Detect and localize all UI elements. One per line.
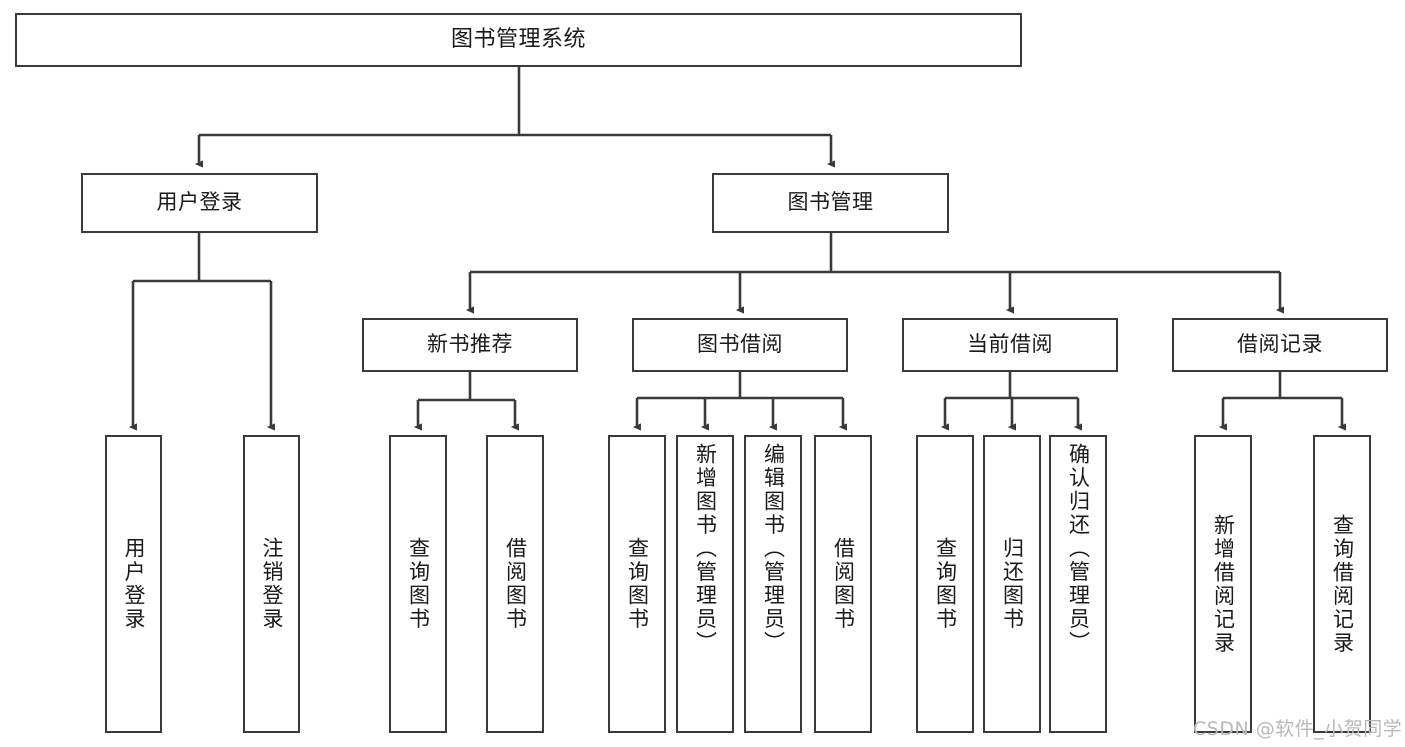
node-label: 注销登录 bbox=[260, 537, 284, 631]
node-label: 查询图书 bbox=[933, 537, 958, 631]
node-label: 用户登录 bbox=[122, 537, 146, 631]
node-leaf-borrow-book-recommend[interactable]: 借阅图书 bbox=[486, 435, 544, 733]
node-label: 编辑图书（管理员） bbox=[761, 443, 786, 655]
node-label: 图书管理系统 bbox=[450, 26, 586, 52]
node-label: 图书借阅 bbox=[697, 332, 783, 357]
node-label: 查询图书 bbox=[406, 537, 431, 631]
node-borrow-record[interactable]: 借阅记录 bbox=[1172, 318, 1388, 372]
node-leaf-logout-login[interactable]: 注销登录 bbox=[243, 435, 300, 733]
node-label: 新书推荐 bbox=[427, 332, 513, 357]
node-book-management[interactable]: 图书管理 bbox=[712, 173, 949, 233]
node-label: 查询借阅记录 bbox=[1330, 513, 1355, 655]
node-label: 归还图书 bbox=[1000, 537, 1025, 631]
node-label: 查询图书 bbox=[625, 537, 650, 631]
node-label: 当前借阅 bbox=[967, 332, 1053, 357]
node-user-login[interactable]: 用户登录 bbox=[81, 173, 318, 233]
node-root-book-management-system[interactable]: 图书管理系统 bbox=[15, 13, 1022, 67]
node-leaf-edit-book[interactable]: 编辑图书（管理员） bbox=[744, 435, 802, 733]
node-label: 借阅图书 bbox=[503, 537, 528, 631]
node-new-book-recommend[interactable]: 新书推荐 bbox=[362, 318, 578, 372]
node-leaf-query-book-current[interactable]: 查询图书 bbox=[916, 435, 974, 733]
node-leaf-add-book[interactable]: 新增图书（管理员） bbox=[676, 435, 734, 733]
node-leaf-query-book-borrow[interactable]: 查询图书 bbox=[608, 435, 666, 733]
node-book-borrow[interactable]: 图书借阅 bbox=[632, 318, 848, 372]
node-leaf-query-book-recommend[interactable]: 查询图书 bbox=[389, 435, 447, 733]
node-leaf-return-book[interactable]: 归还图书 bbox=[983, 435, 1041, 733]
node-label: 借阅记录 bbox=[1237, 332, 1323, 357]
node-label: 借阅图书 bbox=[831, 537, 856, 631]
node-leaf-confirm-return[interactable]: 确认归还（管理员） bbox=[1049, 435, 1107, 733]
node-label: 用户登录 bbox=[156, 190, 243, 215]
node-current-borrow[interactable]: 当前借阅 bbox=[902, 318, 1118, 372]
node-label: 确认归还（管理员） bbox=[1066, 443, 1091, 655]
csdn-watermark: CSDN @软件_小贺同学 bbox=[1193, 718, 1403, 740]
node-label: 新增图书（管理员） bbox=[693, 443, 718, 655]
node-leaf-add-borrow-record[interactable]: 新增借阅记录 bbox=[1194, 435, 1252, 733]
node-leaf-borrow-book-borrow[interactable]: 借阅图书 bbox=[814, 435, 872, 733]
node-leaf-user-login[interactable]: 用户登录 bbox=[105, 435, 162, 733]
node-label: 新增借阅记录 bbox=[1211, 513, 1236, 655]
node-leaf-query-borrow-record[interactable]: 查询借阅记录 bbox=[1313, 435, 1371, 733]
node-label: 图书管理 bbox=[787, 190, 874, 215]
